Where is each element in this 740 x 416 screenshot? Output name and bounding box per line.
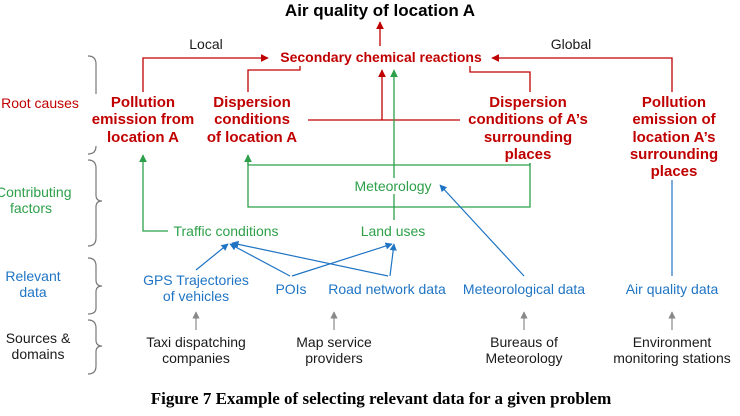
node-map-providers: Map service providers <box>296 334 372 367</box>
node-road-network: Road network data <box>328 281 446 298</box>
arrow-traffic-to-pollution-local <box>139 154 168 232</box>
node-gps-trajectories: GPS Trajectories of vehicles <box>143 272 249 305</box>
category-sources-domains: Sources & domains <box>5 330 71 363</box>
node-meteorological-data: Meteorological data <box>462 281 586 298</box>
brace-contributing-factors <box>87 159 103 247</box>
category-relevant-data: Relevant data <box>5 268 61 301</box>
arrow-dispersion-surrounding-to-secondary <box>469 66 531 92</box>
scope-local-label: Local <box>189 36 223 52</box>
brace-sources-domains <box>87 319 103 375</box>
category-contributing-factors: Contributing factors <box>0 184 72 217</box>
arrow-road-to-landuse <box>389 243 397 277</box>
node-air-quality-data: Air quality data <box>625 281 719 298</box>
node-bureaus-meteorology: Bureaus of Meteorology <box>485 334 563 367</box>
arrow-gps-to-traffic <box>195 243 229 271</box>
red-connectors <box>142 21 673 121</box>
node-land-uses: Land uses <box>357 223 429 240</box>
node-meteorology: Meteorology <box>350 178 436 195</box>
arrow-pollution-local-to-secondary <box>142 54 269 92</box>
node-pois: POIs <box>275 281 307 298</box>
blue-connectors <box>195 154 676 277</box>
scope-global-label: Global <box>550 36 592 52</box>
arrow-meteorological-to-meteorology <box>439 184 525 277</box>
node-traffic-conditions: Traffic conditions <box>170 223 282 240</box>
node-pollution-surrounding: Pollution emission of location A’s surro… <box>609 94 739 181</box>
arrow-road-to-traffic <box>231 240 389 277</box>
arrow-pois-to-traffic <box>229 243 291 277</box>
node-dispersion-surrounding: Dispersion conditions of A’s surrounding… <box>460 94 596 163</box>
diagram-title: Air quality of location A <box>284 1 476 20</box>
node-pollution-local: Pollution emission from location A <box>84 94 202 146</box>
category-root-causes: Root causes <box>1 95 79 111</box>
gray-connectors <box>192 311 676 330</box>
node-environment-stations: Environment monitoring stations <box>613 334 731 367</box>
meteorology-bracket <box>247 155 531 208</box>
node-secondary-reactions: Secondary chemical reactions <box>276 49 486 66</box>
arrow-pois-to-landuse <box>291 242 393 277</box>
arrow-pollution-surrounding-to-secondary <box>491 54 673 92</box>
brace-relevant-data <box>87 257 103 315</box>
figure-caption: Figure 7 Example of selecting relevant d… <box>150 389 612 408</box>
green-connectors <box>139 69 534 232</box>
arrow-dispersion-local-to-secondary <box>247 66 301 92</box>
node-dispersion-local: Dispersion conditions of location A <box>206 94 298 146</box>
node-taxi-companies: Taxi dispatching companies <box>146 334 246 367</box>
